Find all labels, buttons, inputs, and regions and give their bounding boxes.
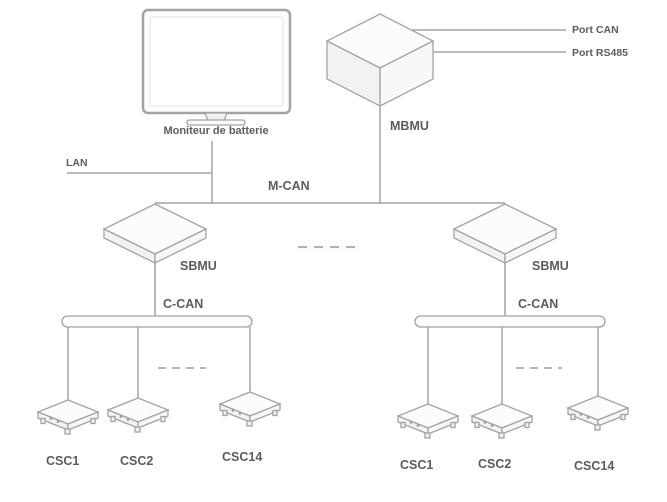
csc-device-icon	[107, 397, 169, 433]
battery-monitor-icon	[141, 8, 292, 126]
csc-label: CSC1	[400, 458, 433, 472]
lan-label: LAN	[66, 157, 88, 169]
csc-label: CSC2	[120, 454, 153, 468]
m-can-label: M-CAN	[268, 179, 310, 193]
mbmu-box	[325, 13, 435, 108]
port-can-label: Port CAN	[572, 24, 619, 36]
c-can-right-label: C-CAN	[518, 297, 558, 311]
c-can-bus-bar-left	[61, 315, 253, 328]
csc-device-icon	[471, 403, 533, 439]
csc-label: CSC14	[574, 459, 614, 473]
csc-label: CSC1	[46, 454, 79, 468]
csc-label: CSC2	[478, 457, 511, 471]
csc-device-icon	[397, 403, 459, 439]
csc-device-icon	[219, 391, 281, 427]
monitor-label: Moniteur de batterie	[163, 125, 268, 137]
mbmu-label: MBMU	[390, 119, 429, 133]
port-rs485-label: Port RS485	[572, 47, 628, 59]
csc-device-icon	[567, 395, 629, 431]
csc-device-icon	[37, 399, 99, 435]
c-can-bus-bar-right	[414, 315, 606, 328]
sbmu-left-label: SBMU	[180, 259, 217, 273]
sbmu-left-box	[102, 203, 208, 265]
sbmu-right-label: SBMU	[532, 259, 569, 273]
sbmu-right-box	[452, 203, 558, 265]
c-can-left-label: C-CAN	[163, 297, 203, 311]
csc-label: CSC14	[222, 450, 262, 464]
